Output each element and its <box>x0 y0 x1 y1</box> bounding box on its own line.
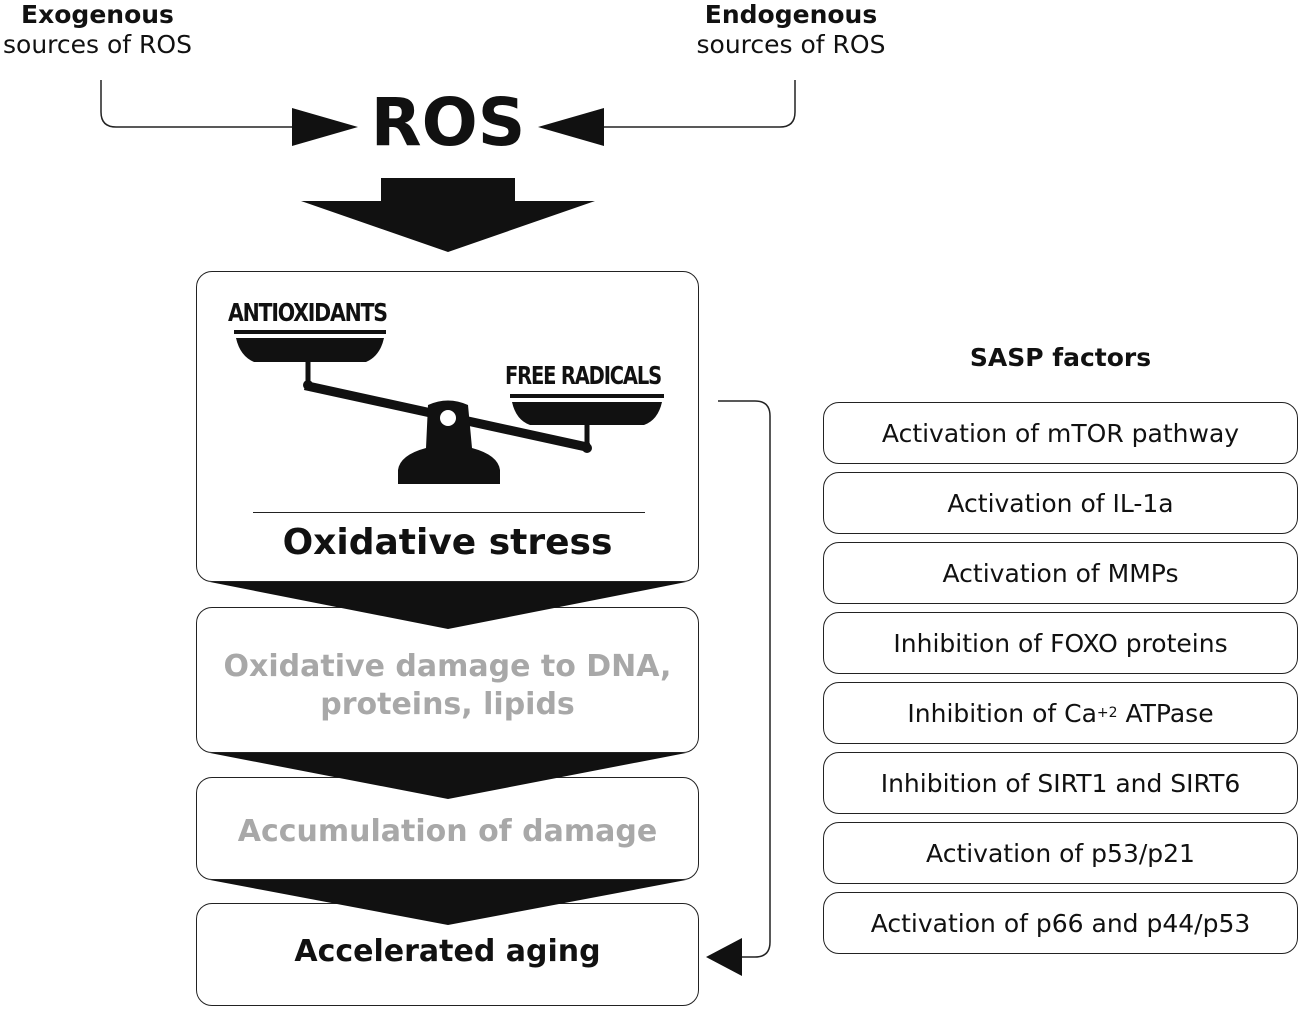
sasp-item: Activation of p53/p21 <box>823 822 1298 884</box>
feedback-arrowhead <box>706 938 742 976</box>
accelerated-aging-label: Accelerated aging <box>294 934 601 969</box>
sasp-item: Activation of mTOR pathway <box>823 402 1298 464</box>
sasp-item: Activation of p66 and p44/p53 <box>823 892 1298 954</box>
ca-suffix: ATPase <box>1117 698 1214 728</box>
ca-prefix: Inhibition of Ca <box>907 698 1097 728</box>
free-radicals-label: FREE RADICALS <box>505 361 662 390</box>
funnel-1 <box>210 582 686 629</box>
accumulation-box: Accumulation of damage <box>196 777 699 880</box>
sasp-item-ca: Inhibition of Ca+2 ATPase <box>823 682 1298 744</box>
exogenous-arrowhead <box>292 108 358 146</box>
endogenous-subtitle: sources of ROS <box>696 30 886 59</box>
accumulation-label: Accumulation of damage <box>237 814 658 849</box>
endogenous-connector-line <box>600 80 796 128</box>
endogenous-source: Endogenous sources of ROS <box>693 0 889 60</box>
sasp-item: Inhibition of SIRT1 and SIRT6 <box>823 752 1298 814</box>
sasp-item: Inhibition of FOXO proteins <box>823 612 1298 674</box>
oxidative-damage-box: Oxidative damage to DNA, proteins, lipid… <box>196 607 699 753</box>
exogenous-title: Exogenous <box>21 0 174 29</box>
ros-label: ROS <box>370 84 526 161</box>
funnel-3 <box>210 880 686 925</box>
divider-line <box>253 512 645 513</box>
endogenous-title: Endogenous <box>704 0 878 29</box>
funnel-2 <box>210 753 686 799</box>
sasp-item: Activation of IL-1a <box>823 472 1298 534</box>
oxidative-damage-line1: Oxidative damage to DNA, <box>223 649 672 684</box>
ros-down-arrow <box>301 178 595 252</box>
sasp-item: Activation of MMPs <box>823 542 1298 604</box>
feedback-line <box>718 400 771 958</box>
exogenous-connector-line <box>100 80 300 128</box>
exogenous-subtitle: sources of ROS <box>3 30 192 59</box>
oxidative-stress-label: Oxidative stress <box>282 522 613 563</box>
endogenous-arrowhead <box>538 108 604 146</box>
antioxidants-label: ANTIOXIDANTS <box>228 298 388 327</box>
oxidative-damage-line2: proteins, lipids <box>320 687 575 722</box>
ca-superscript: +2 <box>1096 705 1118 721</box>
exogenous-source: Exogenous sources of ROS <box>0 0 195 60</box>
sasp-title: SASP factors <box>969 343 1152 372</box>
